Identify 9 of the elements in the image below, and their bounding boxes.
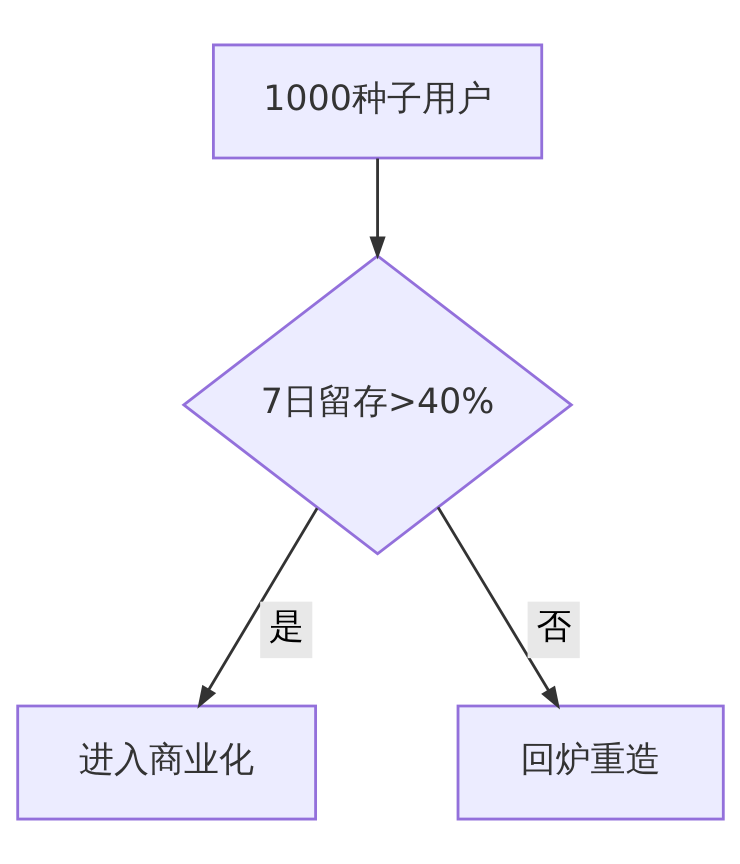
edge-label: 是 bbox=[268, 607, 304, 648]
arrow bbox=[436, 506, 560, 710]
node-box: 回炉重造 bbox=[456, 704, 724, 820]
node-box: 1000种子用户 bbox=[211, 44, 543, 160]
node-diamond: 7日留存>40% bbox=[180, 254, 574, 556]
arrow bbox=[368, 158, 386, 260]
arrow bbox=[196, 508, 318, 709]
edge-label: 否 bbox=[536, 607, 571, 648]
node-box: 进入商业化 bbox=[16, 704, 316, 820]
